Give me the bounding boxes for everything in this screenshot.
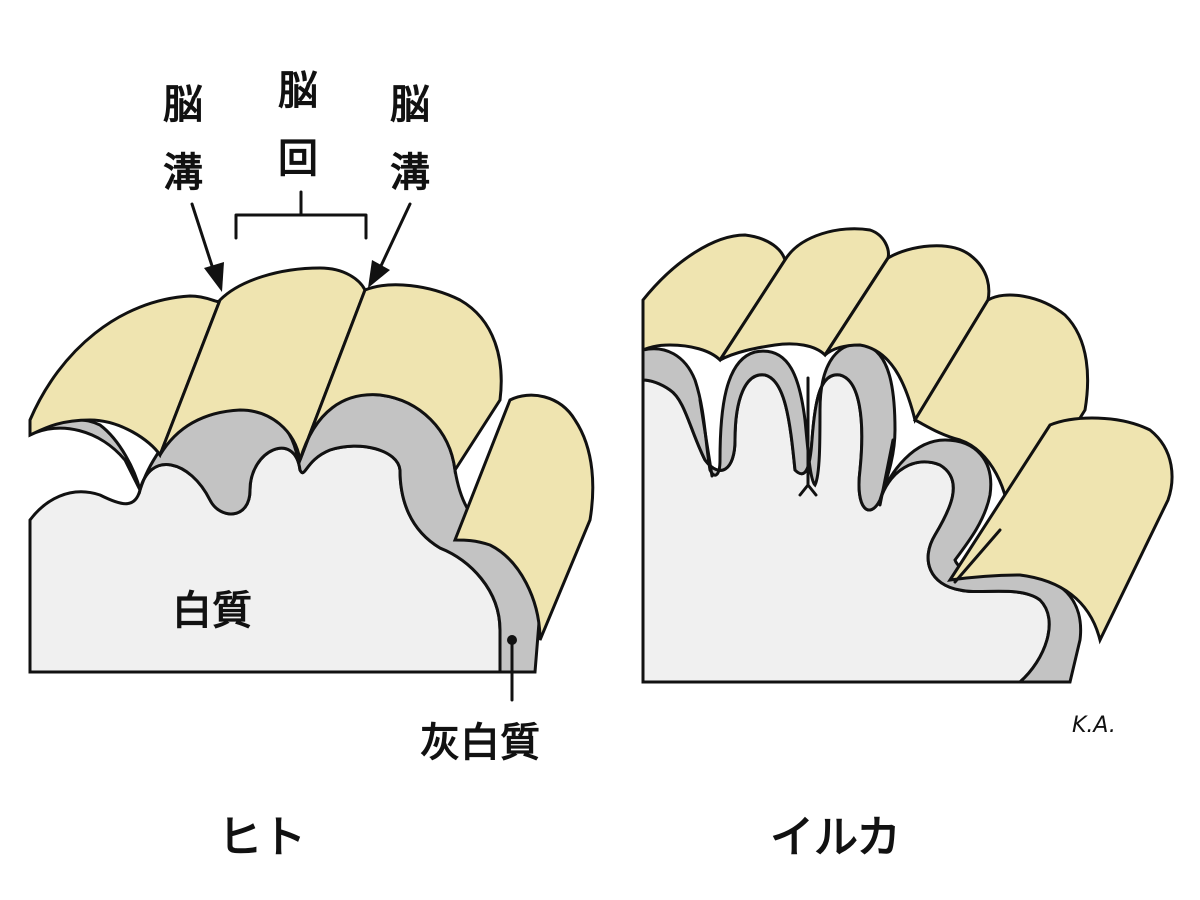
dolphin-sulcus-line-4 bbox=[953, 528, 1002, 584]
dolphin-gray-matter bbox=[641, 342, 1083, 684]
white-matter-label: 白質 bbox=[172, 588, 252, 634]
human-gyrus-4 bbox=[452, 393, 595, 641]
dolphin-annotations: K.A. イルカ bbox=[770, 713, 1116, 863]
dolphin-sulcus-line-3 bbox=[878, 438, 895, 507]
dolphin-species-label: イルカ bbox=[770, 812, 901, 863]
sulcus-label-right-char1: 脳 bbox=[390, 82, 430, 128]
human-annotations: 脳 溝 脳 回 脳 溝 白質 灰白質 ヒト bbox=[163, 68, 540, 863]
dolphin-gyrus-5 bbox=[946, 416, 1174, 645]
dolphin-sulcus-line-2 bbox=[798, 376, 818, 497]
sulcus-label-right-char2: 溝 bbox=[390, 150, 430, 196]
human-species-label: ヒト bbox=[218, 812, 306, 863]
dolphin-sulcus-line-1 bbox=[698, 398, 714, 478]
human-gyrus-3 bbox=[298, 283, 503, 475]
gyrus-label-char1: 脳 bbox=[278, 68, 318, 114]
sulcus-arrow-left bbox=[190, 202, 216, 274]
gyrus-label-char2: 回 bbox=[278, 136, 318, 182]
dolphin-gyrus-1 bbox=[641, 233, 787, 363]
sulcus-arrowhead-left bbox=[204, 262, 224, 292]
sulcus-label-left-char1: 脳 bbox=[163, 82, 203, 128]
gray-matter-label: 灰白質 bbox=[420, 720, 540, 766]
artist-signature: K.A. bbox=[1072, 713, 1116, 738]
sulcus-arrow-right bbox=[378, 202, 412, 270]
sulcus-label-left-char2: 溝 bbox=[163, 150, 203, 196]
human-brain-section bbox=[28, 266, 595, 674]
gray-matter-pointer-dot bbox=[507, 635, 517, 645]
dolphin-brain-section bbox=[641, 227, 1174, 684]
sulcus-arrowhead-right bbox=[368, 260, 390, 288]
gyrus-bracket bbox=[234, 190, 368, 240]
